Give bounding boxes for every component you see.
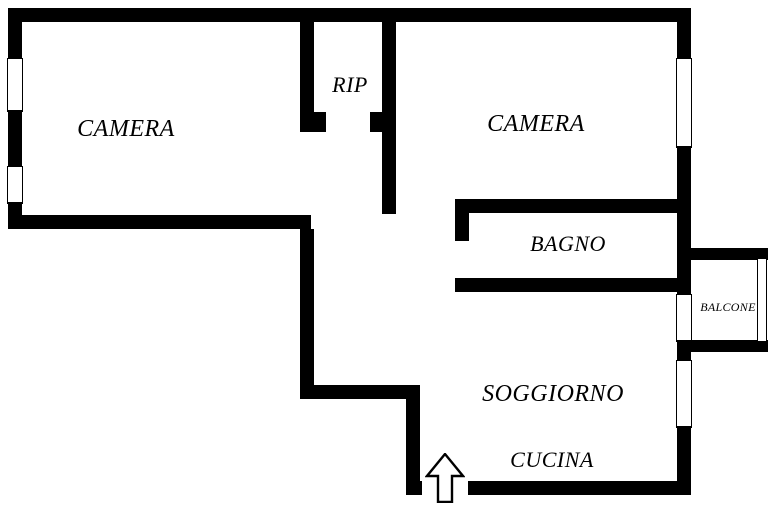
wall-right-1	[677, 8, 691, 60]
wall-balcone-bottom	[691, 340, 768, 352]
balcony-door	[676, 294, 692, 342]
room-label-rip: RIP	[332, 72, 368, 97]
window-left-lower	[7, 166, 23, 204]
wall-corridor-step	[300, 385, 420, 399]
room-label-camera-left: CAMERA	[77, 116, 175, 142]
window-camera-right	[676, 58, 692, 148]
wall-rip-right	[382, 22, 396, 214]
wall-bagno-door-stub	[455, 213, 469, 241]
door-jamb-rip-left	[314, 112, 326, 132]
window-left-upper	[7, 58, 23, 112]
wall-right-2	[677, 146, 691, 296]
wall-balcone-top	[691, 248, 768, 260]
room-label-bagno: BAGNO	[530, 231, 606, 256]
room-label-balcone: BALCONE	[700, 300, 756, 314]
room-label-soggiorno: SOGGIORNO	[482, 381, 624, 407]
wall-rip-left	[300, 22, 314, 132]
window-soggiorno	[676, 360, 692, 428]
wall-top	[8, 8, 691, 22]
wall-bottom-right	[468, 481, 691, 495]
wall-left-upper	[8, 8, 22, 60]
wall-bottom-left	[406, 481, 422, 495]
wall-bagno-top	[455, 199, 691, 213]
wall-right-3	[677, 340, 691, 362]
door-jamb-rip-right	[370, 112, 382, 132]
wall-entry-left	[406, 385, 420, 495]
entrance-arrow-icon	[425, 453, 465, 503]
balcone-railing	[757, 258, 767, 342]
room-label-cucina: CUCINA	[510, 447, 594, 472]
wall-right-4	[677, 426, 691, 495]
wall-camera-left-bottom	[8, 215, 311, 229]
room-label-camera-right: CAMERA	[487, 111, 585, 137]
wall-corridor-left	[300, 229, 314, 399]
wall-bagno-bottom	[455, 278, 691, 292]
wall-left-middle	[8, 110, 22, 168]
